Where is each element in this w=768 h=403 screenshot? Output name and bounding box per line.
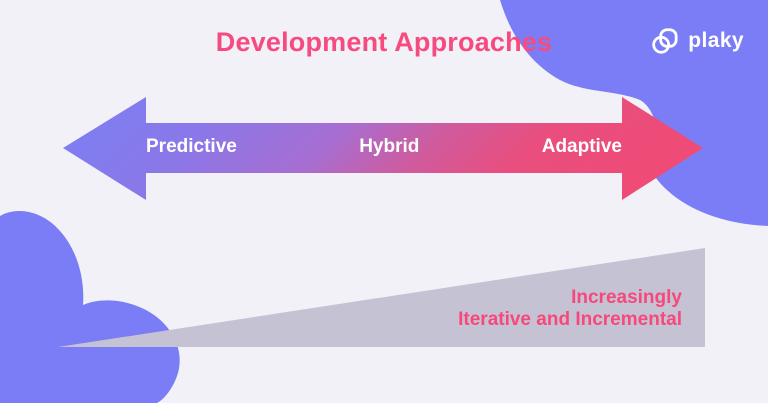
arrow-label-predictive: Predictive <box>146 136 237 157</box>
wedge-annotation: Increasingly Iterative and Incremental <box>458 287 682 331</box>
wedge-annotation-line2: Iterative and Incremental <box>458 309 682 330</box>
wedge-annotation-line1: Increasingly <box>571 287 682 308</box>
growth-wedge <box>58 248 705 347</box>
plaky-logo-icon <box>651 26 681 56</box>
double-arrow <box>63 97 703 200</box>
arrow-label-hybrid: Hybrid <box>359 136 420 157</box>
brand-logo: plaky <box>651 26 744 56</box>
arrow-labels-row: Predictive Hybrid Adaptive <box>146 136 622 158</box>
brand-name: plaky <box>688 29 744 52</box>
arrow-label-adaptive: Adaptive <box>541 136 622 157</box>
page-title: Development Approaches <box>215 27 553 57</box>
bottom-left-blob <box>0 211 180 403</box>
top-right-blob <box>500 0 768 226</box>
